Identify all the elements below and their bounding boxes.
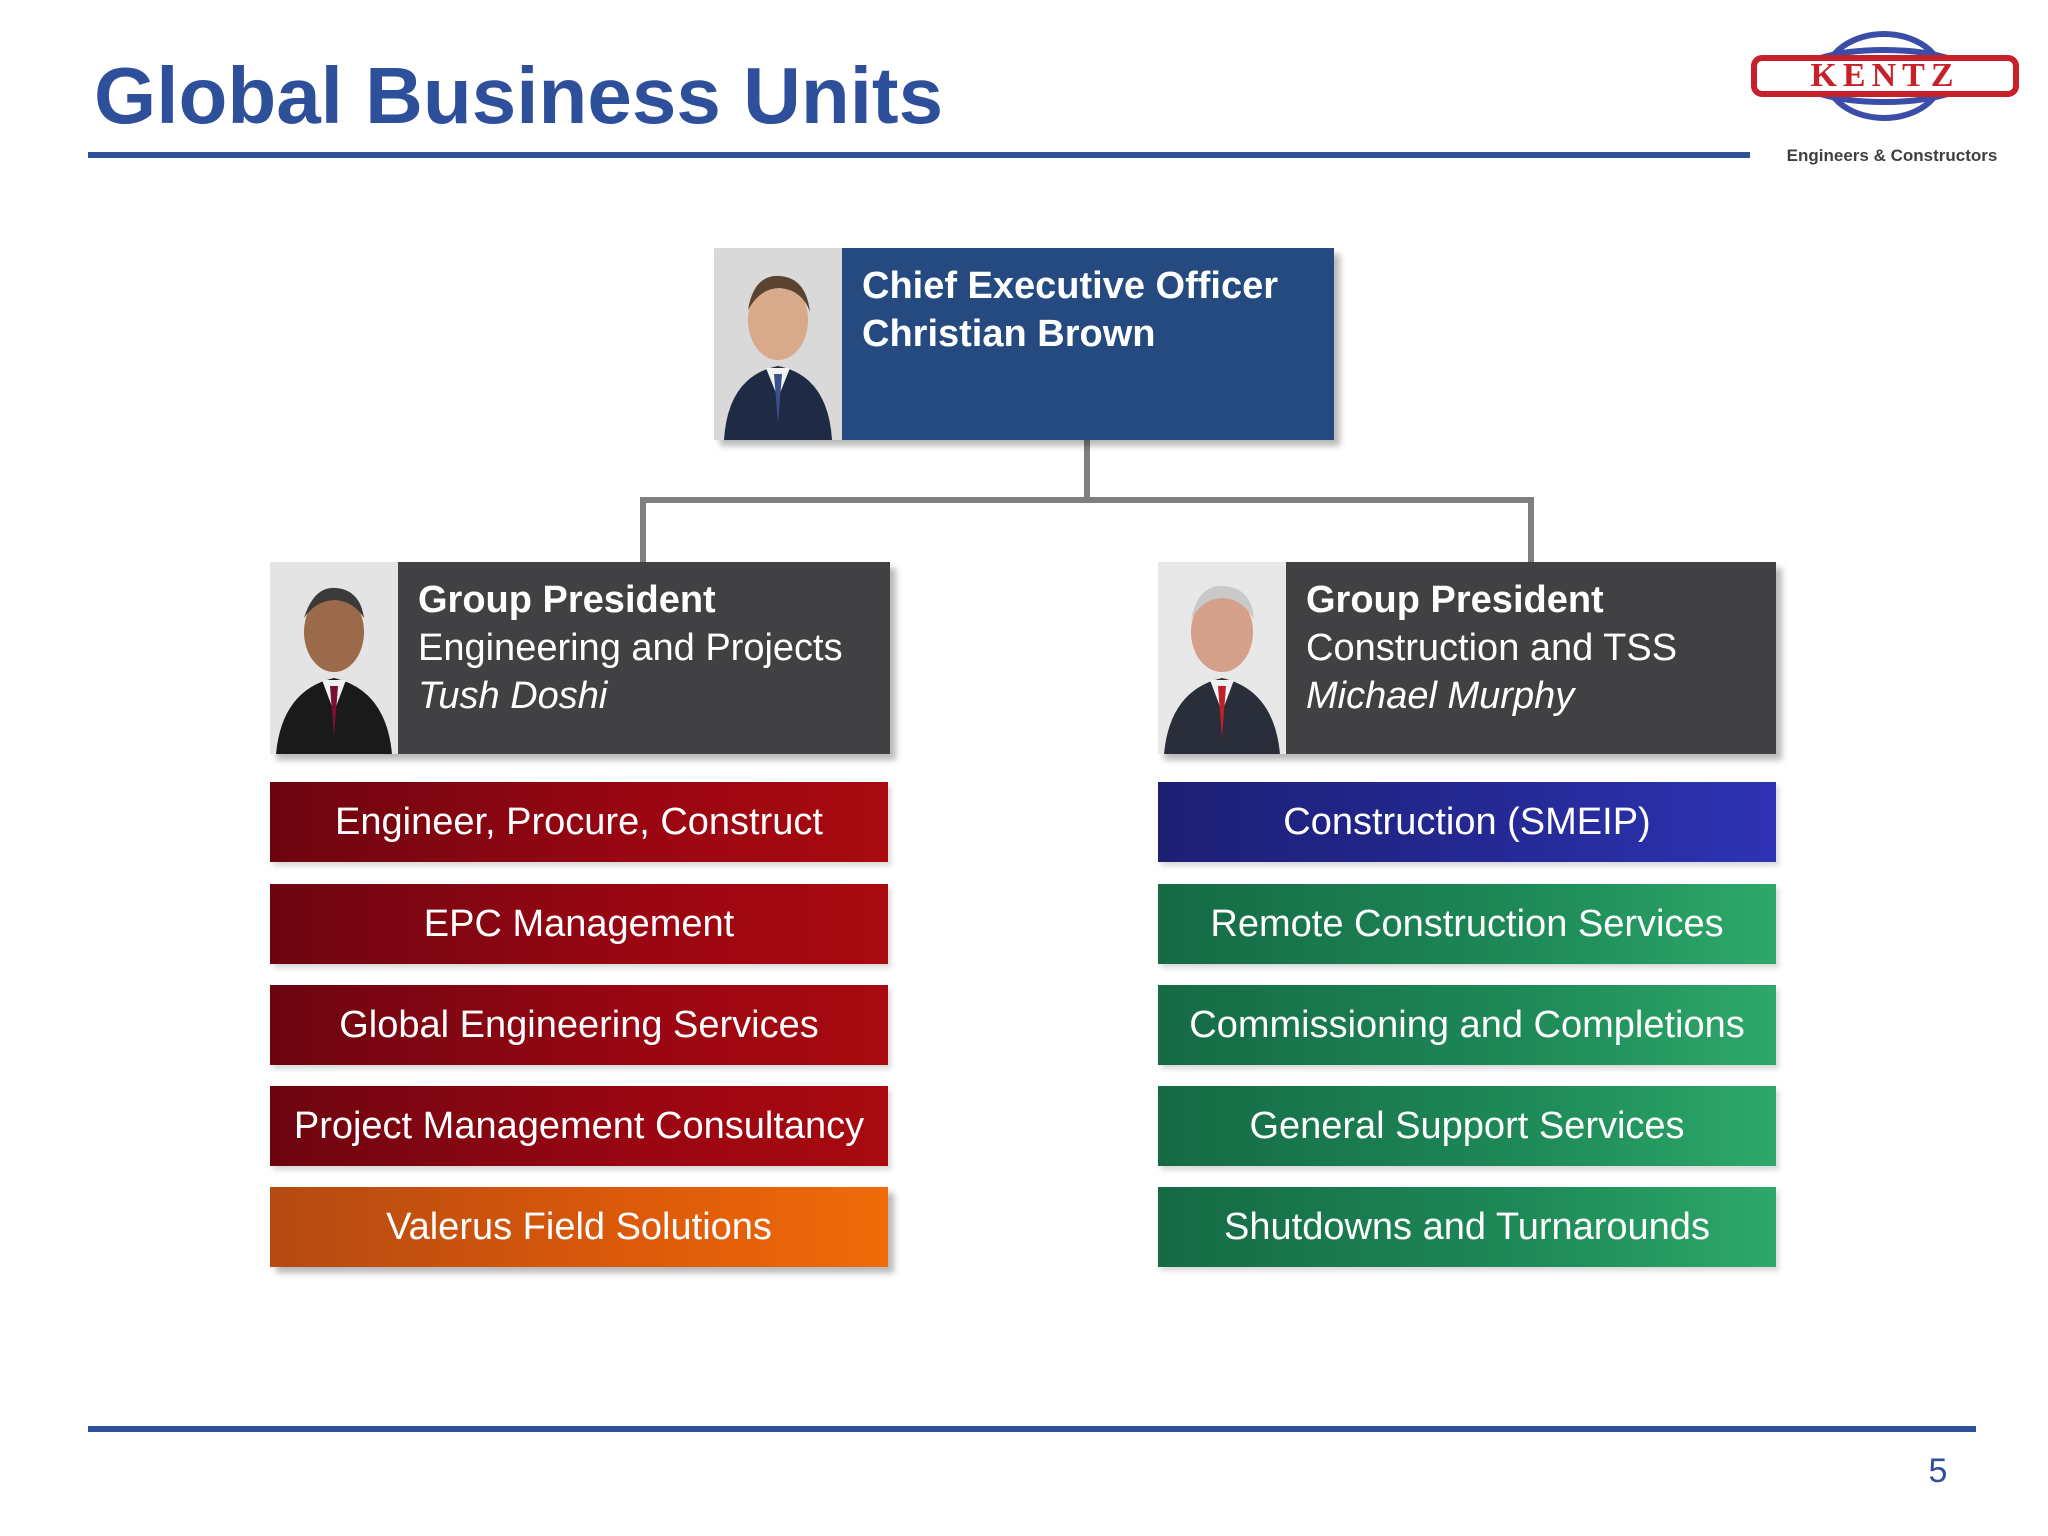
ceo-photo <box>714 248 842 440</box>
logo-wordmark: KENTZ <box>1810 57 1959 94</box>
person-portrait-icon <box>1158 562 1286 754</box>
unit-valerus-field-solutions: Valerus Field Solutions <box>270 1187 888 1267</box>
ceo-name: Christian Brown <box>862 313 1156 355</box>
header-divider <box>88 152 1750 158</box>
unit-shutdowns-and-turnarounds: Shutdowns and Turnarounds <box>1158 1187 1776 1267</box>
person-portrait-icon <box>270 562 398 754</box>
right-president-name: Michael Murphy <box>1306 675 1575 717</box>
left-president-role: Group President <box>418 579 716 621</box>
unit-commissioning-and-completions: Commissioning and Completions <box>1158 985 1776 1065</box>
person-portrait-icon <box>714 248 842 440</box>
unit-epc-management: EPC Management <box>270 884 888 964</box>
ceo-role: Chief Executive Officer <box>862 265 1279 307</box>
footer-divider <box>88 1426 1976 1432</box>
unit-project-management-consultancy: Project Management Consultancy <box>270 1086 888 1166</box>
ceo-card: Chief Executive Officer Christian Brown <box>714 248 1334 440</box>
right-president-role: Group President <box>1306 579 1604 621</box>
unit-engineer-procure-construct: Engineer, Procure, Construct <box>270 782 888 862</box>
logo-tagline: Engineers & Constructors <box>1786 146 1998 165</box>
left-president-name: Tush Doshi <box>418 675 608 717</box>
right-president-card: Group President Construction and TSS Mic… <box>1158 562 1776 754</box>
right-president-division: Construction and TSS <box>1306 627 1678 669</box>
left-president-photo <box>270 562 398 754</box>
left-president-division: Engineering and Projects <box>418 627 843 669</box>
left-president-card: Group President Engineering and Projects… <box>270 562 890 754</box>
right-president-photo <box>1158 562 1286 754</box>
page-number: 5 <box>1928 1452 1948 1490</box>
unit-remote-construction-services: Remote Construction Services <box>1158 884 1776 964</box>
unit-construction-smeip: Construction (SMEIP) <box>1158 782 1776 862</box>
unit-general-support-services: General Support Services <box>1158 1086 1776 1166</box>
unit-global-engineering-services: Global Engineering Services <box>270 985 888 1065</box>
kentz-logo: KENTZ <box>1744 24 2034 174</box>
slide-title: Global Business Units <box>94 51 944 140</box>
